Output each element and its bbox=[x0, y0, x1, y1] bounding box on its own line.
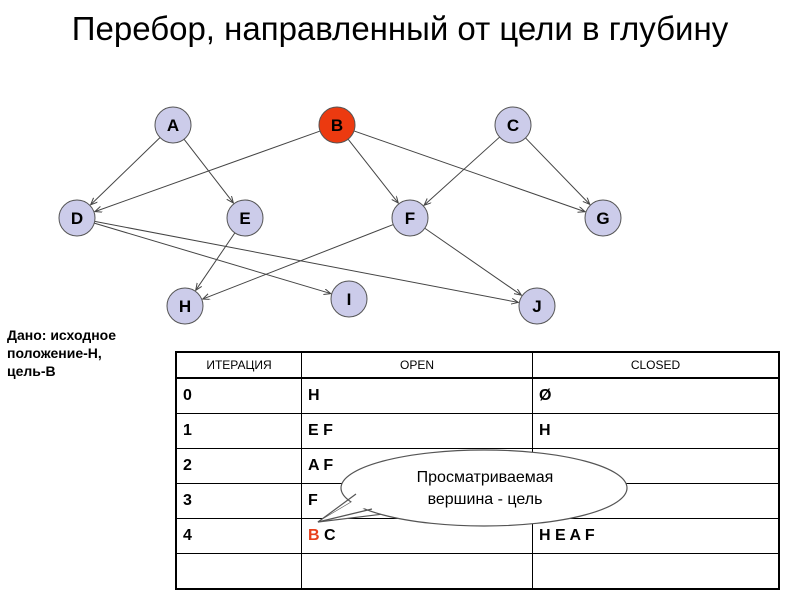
open-first: E F bbox=[308, 422, 333, 439]
closed-cell: H E A F bbox=[532, 518, 780, 554]
edge-F-J bbox=[424, 227, 522, 295]
open-first: B bbox=[308, 527, 320, 544]
header-iteration: ИТЕРАЦИЯ bbox=[175, 351, 302, 379]
node-label: J bbox=[532, 297, 541, 316]
node-H bbox=[166, 287, 204, 325]
given-text: Дано: исходное положение-H, цель-B bbox=[7, 327, 117, 379]
node-J bbox=[518, 287, 556, 325]
node-B bbox=[318, 106, 356, 144]
edge-D-I bbox=[94, 222, 331, 293]
slide-title: Перебор, направленный от цели в глубину bbox=[71, 10, 729, 47]
iteration-cell: 1 bbox=[175, 413, 302, 449]
header-open: OPEN bbox=[301, 351, 533, 379]
edge-C-F bbox=[424, 136, 500, 205]
table-row: 0 H Ø bbox=[175, 377, 780, 414]
iteration-cell: 3 bbox=[175, 483, 302, 519]
callout-line-1: Просматриваемая bbox=[416, 469, 554, 486]
node-label: H bbox=[179, 297, 191, 316]
edge-B-G bbox=[353, 130, 585, 212]
header-closed: CLOSED bbox=[532, 351, 780, 379]
edge-A-D bbox=[91, 137, 161, 205]
edge-E-H bbox=[196, 232, 236, 290]
node-G bbox=[584, 199, 622, 237]
node-label: F bbox=[405, 209, 415, 228]
edge-B-F bbox=[347, 138, 398, 203]
node-E bbox=[226, 199, 264, 237]
node-label: A bbox=[167, 116, 179, 135]
open-first: F bbox=[308, 492, 318, 509]
node-label: C bbox=[507, 116, 519, 135]
closed-cell: H bbox=[532, 413, 780, 449]
open-cell bbox=[301, 553, 533, 590]
iteration-cell: 2 bbox=[175, 448, 302, 484]
node-D bbox=[58, 199, 96, 237]
node-C bbox=[494, 106, 532, 144]
iteration-cell: 4 bbox=[175, 518, 302, 554]
closed-cell bbox=[532, 553, 780, 590]
closed-cell: Ø bbox=[532, 377, 780, 414]
node-I bbox=[330, 280, 368, 318]
node-label: D bbox=[71, 209, 83, 228]
table-row bbox=[175, 553, 780, 590]
edge-B-D bbox=[95, 130, 321, 212]
edge-F-H bbox=[203, 224, 394, 300]
open-rest: C bbox=[319, 527, 336, 544]
search-graph: A B C D E F G H I J bbox=[58, 106, 622, 325]
node-label: I bbox=[347, 290, 352, 309]
open-first: H bbox=[308, 387, 320, 404]
node-label: G bbox=[596, 209, 609, 228]
callout-text: Просматриваемая вершина - цель bbox=[345, 467, 625, 511]
node-F bbox=[391, 199, 429, 237]
node-label: E bbox=[239, 209, 250, 228]
edge-D-J bbox=[94, 220, 519, 302]
node-label: B bbox=[331, 116, 343, 135]
iteration-cell bbox=[175, 553, 302, 590]
node-A bbox=[154, 106, 192, 144]
open-cell: H bbox=[301, 377, 533, 414]
callout-line-2: вершина - цель bbox=[427, 491, 543, 508]
open-first: A F bbox=[308, 457, 334, 474]
edge-C-G bbox=[525, 137, 590, 204]
